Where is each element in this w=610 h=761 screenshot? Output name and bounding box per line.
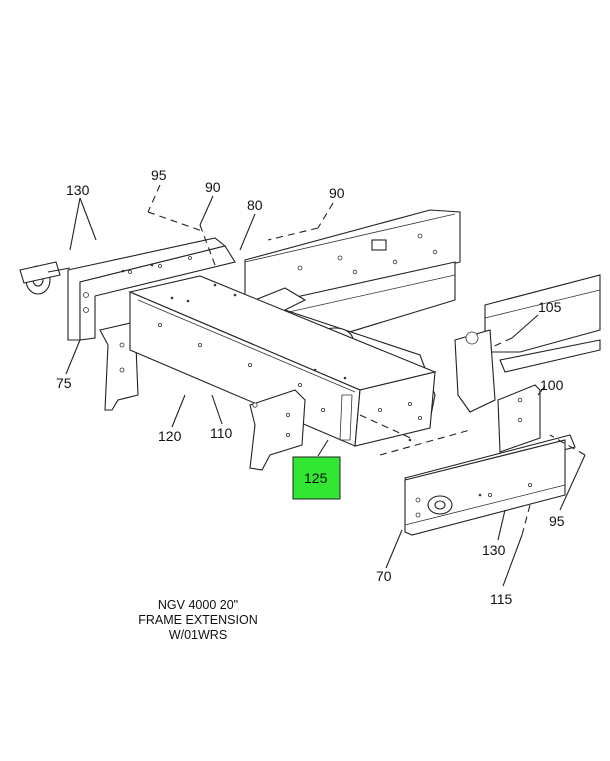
callout-100: 100 bbox=[540, 377, 564, 393]
callout-125-highlight bbox=[292, 456, 341, 500]
callout-125: 125 bbox=[304, 470, 328, 486]
caption-line-variant: W/01WRS bbox=[168, 628, 228, 642]
front-side-bracket bbox=[249, 389, 306, 471]
left-bracket bbox=[99, 321, 139, 411]
callout-120: 120 bbox=[158, 428, 182, 444]
diagram-caption: NGV 4000 20" FRAME EXTENSION W/01WRS bbox=[98, 598, 298, 643]
caption-line-model: NGV 4000 20" bbox=[157, 598, 239, 612]
lower-rail-extension bbox=[404, 434, 576, 536]
callout-105: 105 bbox=[538, 299, 562, 315]
caption-line-title: FRAME EXTENSION bbox=[138, 613, 258, 627]
fasteners bbox=[121, 263, 482, 497]
callout-90-left: 90 bbox=[205, 179, 221, 195]
callout-95-right: 95 bbox=[549, 513, 565, 529]
callout-95-top: 95 bbox=[151, 167, 167, 183]
callout-80: 80 bbox=[247, 197, 263, 213]
callout-130-right: 130 bbox=[482, 542, 506, 558]
leader-lines bbox=[65, 184, 586, 587]
callout-75: 75 bbox=[56, 375, 72, 391]
callout-115: 115 bbox=[490, 591, 513, 607]
left-tow-hook bbox=[19, 261, 71, 295]
callout-130-left: 130 bbox=[66, 182, 90, 198]
callout-90-right: 90 bbox=[329, 185, 345, 201]
right-frame-rail bbox=[484, 274, 601, 373]
vertical-bracket bbox=[454, 329, 541, 453]
callout-70: 70 bbox=[376, 568, 392, 584]
callout-110: 110 bbox=[210, 425, 233, 441]
